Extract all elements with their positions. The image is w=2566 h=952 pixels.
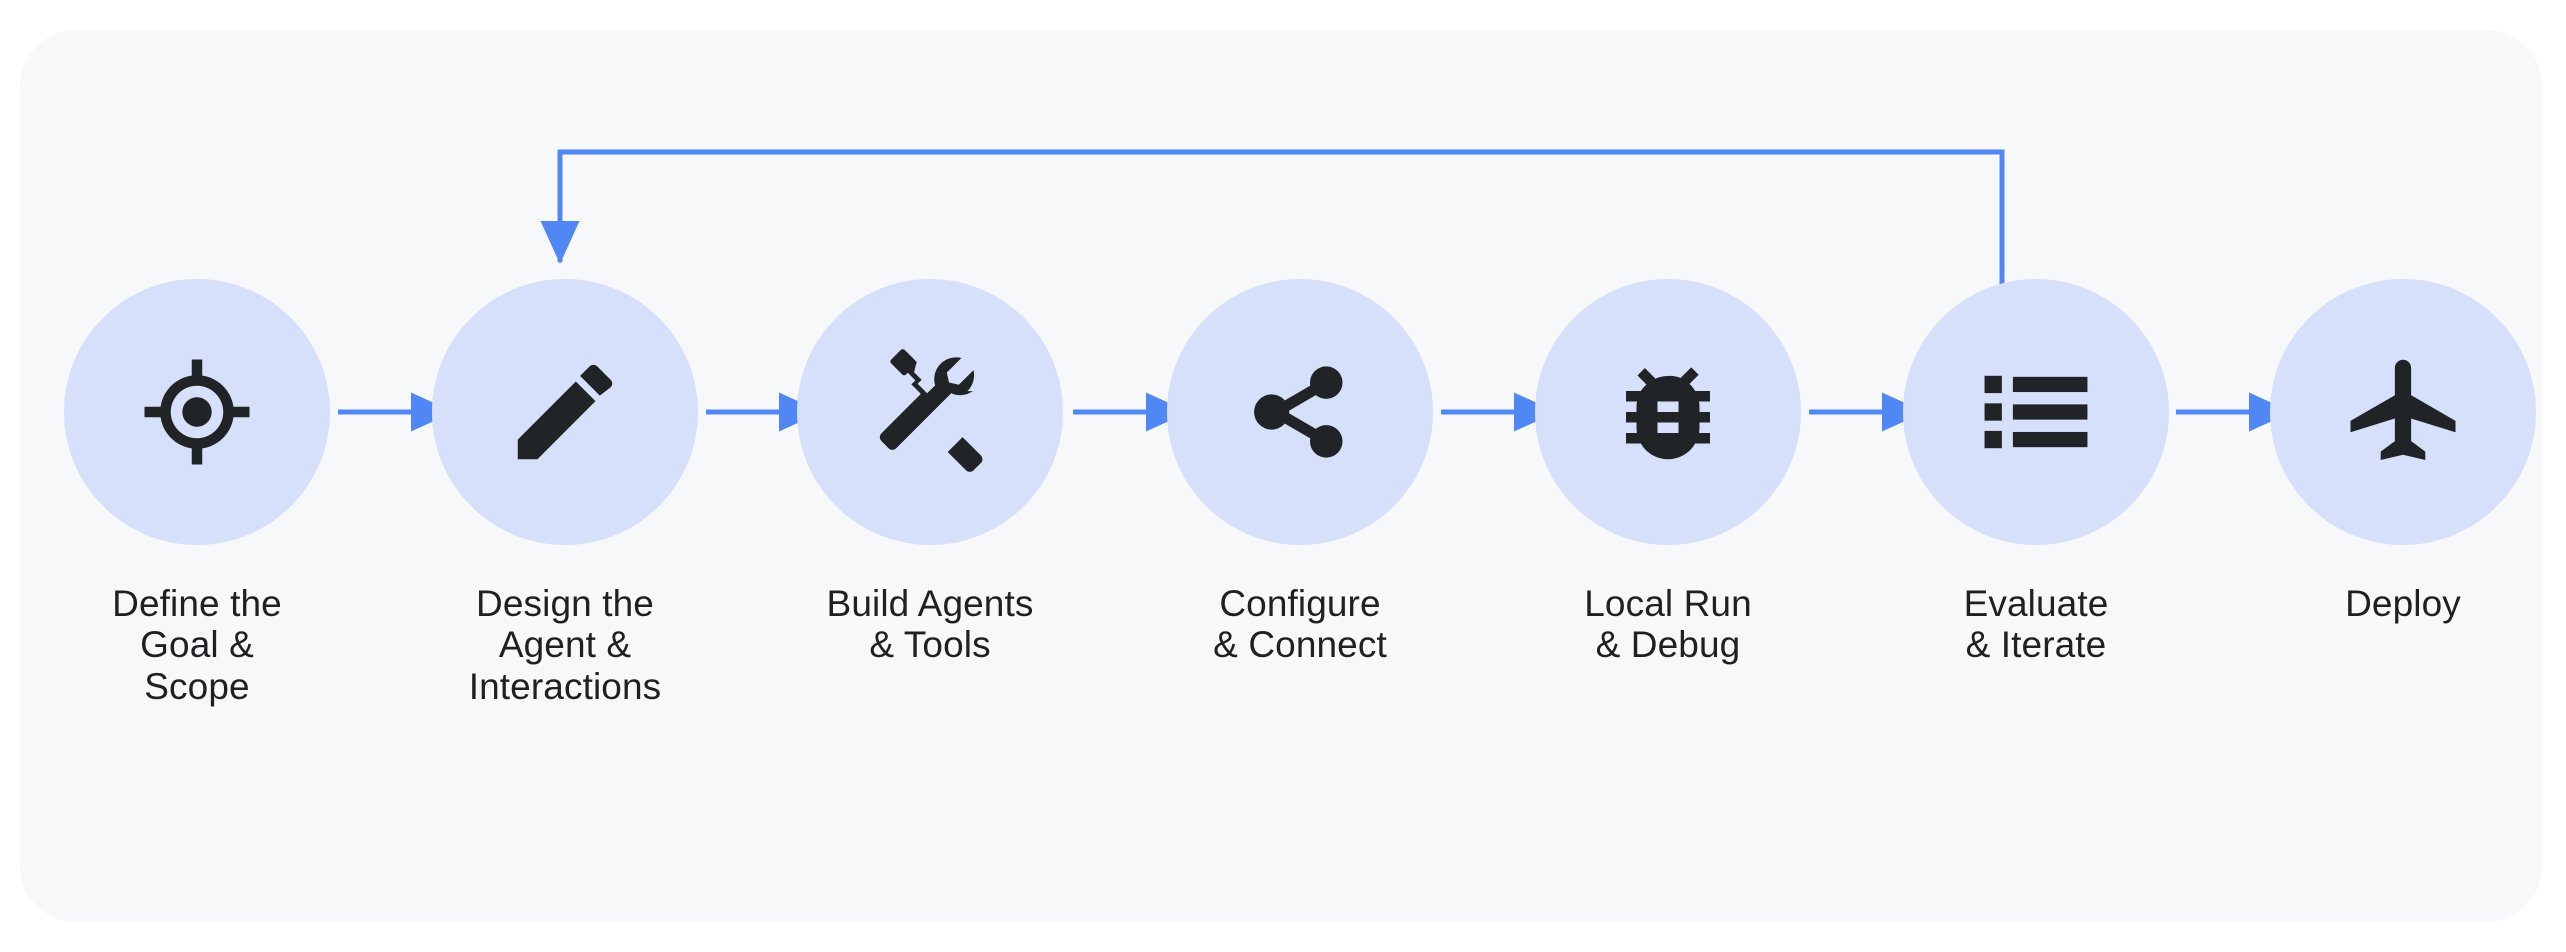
- step-circle[interactable]: [64, 279, 330, 545]
- target-icon: [134, 349, 260, 475]
- share-nodes-icon: [1237, 349, 1363, 475]
- step-circle[interactable]: [797, 279, 1063, 545]
- step-label: Local Run & Debug: [1584, 583, 1752, 666]
- step-label: Evaluate & Iterate: [1963, 583, 2109, 666]
- step-design-agent-interactions[interactable]: Design the Agent & Interactions: [432, 279, 698, 707]
- step-label: Deploy: [2345, 583, 2461, 624]
- step-local-run-debug[interactable]: Local Run & Debug: [1535, 279, 1801, 666]
- step-configure-connect[interactable]: Configure & Connect: [1167, 279, 1433, 666]
- step-circle[interactable]: [1535, 279, 1801, 545]
- step-circle[interactable]: [432, 279, 698, 545]
- step-deploy[interactable]: Deploy: [2270, 279, 2536, 624]
- airplane-icon: [2340, 349, 2466, 475]
- step-circle[interactable]: [1167, 279, 1433, 545]
- step-label: Configure & Connect: [1213, 583, 1387, 666]
- step-define-goal-scope[interactable]: Define the Goal & Scope: [64, 279, 330, 707]
- step-build-agents-tools[interactable]: Build Agents & Tools: [797, 279, 1063, 666]
- step-label: Design the Agent & Interactions: [468, 583, 662, 707]
- hammer-wrench-icon: [867, 349, 993, 475]
- step-evaluate-iterate[interactable]: Evaluate & Iterate: [1903, 279, 2169, 666]
- step-circle[interactable]: [1903, 279, 2169, 545]
- step-label: Build Agents & Tools: [826, 583, 1034, 666]
- step-label: Define the Goal & Scope: [112, 583, 282, 707]
- pencil-icon: [502, 349, 628, 475]
- bug-icon: [1605, 349, 1731, 475]
- step-circle[interactable]: [2270, 279, 2536, 545]
- list-icon: [1973, 349, 2099, 475]
